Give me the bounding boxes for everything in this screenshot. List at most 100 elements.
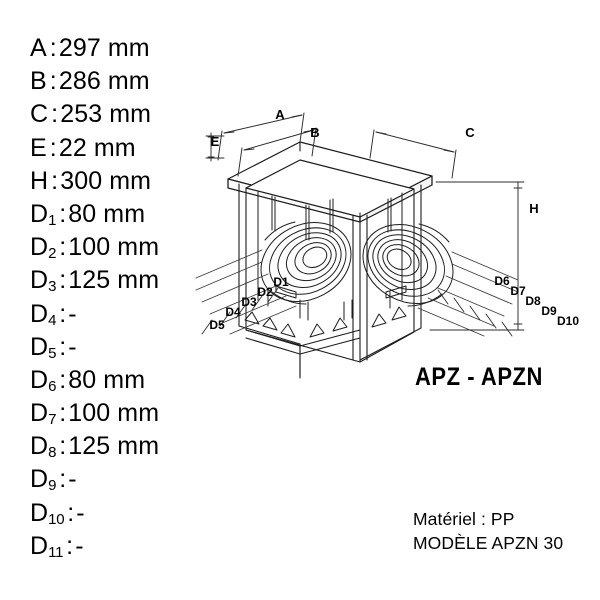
label-d5: D5 [209, 318, 225, 332]
spec-separator: : [59, 465, 67, 494]
spec-row: D4:- [30, 298, 220, 331]
label-d6: D6 [494, 274, 510, 288]
footer-info: Matériel : PP MODÈLE APZN 30 [413, 508, 563, 555]
spec-value: - [68, 332, 77, 361]
spec-separator: : [59, 432, 67, 461]
label-a: A [275, 107, 285, 122]
spec-separator: : [59, 199, 67, 228]
specification-list: A:297 mm B:286 mm C:253 mm E:22 mm H:300… [30, 32, 220, 563]
socket-extension-lines-right [417, 251, 519, 337]
socket-outlet-left [260, 221, 352, 305]
spec-row: D1:80 mm [30, 198, 220, 231]
dimension-b [237, 127, 317, 177]
base-gusset-ribs [244, 306, 407, 338]
spec-row: D2:100 mm [30, 231, 220, 264]
label-d1: D1 [273, 275, 289, 289]
label-e: E [211, 134, 220, 149]
spec-subscript: 7 [48, 411, 57, 429]
spec-value: 80 mm [68, 199, 146, 228]
spec-separator: : [49, 34, 57, 62]
spec-symbol: D [30, 299, 49, 328]
dimension-h [429, 181, 525, 331]
spec-value: 125 mm [68, 432, 160, 461]
spec-symbol: A [30, 34, 47, 62]
spec-symbol: C [30, 100, 49, 129]
spec-symbol: E [30, 133, 47, 162]
dimension-c [369, 129, 457, 179]
spec-subscript: 8 [48, 444, 57, 462]
chamber-base [245, 329, 361, 379]
spec-symbol: D [30, 199, 49, 228]
socket-extension-lines-left [195, 249, 297, 335]
spec-separator: : [66, 531, 74, 560]
spec-value: 100 mm [68, 233, 160, 262]
spec-subscript: 10 [48, 510, 65, 528]
stiffener-ribs [257, 191, 403, 301]
label-d3: D3 [241, 295, 257, 309]
spec-separator: : [59, 332, 67, 361]
label-d8: D8 [525, 294, 541, 308]
spec-row: B:286 mm [30, 65, 220, 98]
label-d10: D10 [557, 314, 579, 328]
spec-symbol: D [30, 465, 49, 494]
spec-value: - [68, 465, 77, 494]
spec-symbol: H [30, 166, 49, 195]
material-line: Matériel : PP [413, 509, 515, 529]
spec-symbol: D [30, 498, 49, 527]
spec-subscript: 5 [48, 344, 57, 362]
base-posts [267, 289, 391, 321]
spec-symbol: D [30, 432, 49, 461]
label-d2: D2 [257, 285, 273, 299]
label-h: H [529, 201, 538, 216]
label-b: B [310, 125, 319, 140]
spec-row: D6:80 mm [30, 364, 220, 397]
spec-row: D3:125 mm [30, 264, 220, 297]
spec-row: D5:- [30, 331, 220, 364]
spec-row: A:297 mm [30, 32, 220, 65]
spec-subscript: 3 [48, 278, 57, 296]
corner-pilaster [352, 214, 368, 361]
spec-value: 125 mm [68, 266, 160, 295]
spec-value: 80 mm [68, 365, 146, 394]
spec-value: - [68, 299, 77, 328]
dimension-a [217, 112, 305, 161]
spec-separator: : [59, 365, 67, 394]
spec-value: 286 mm [58, 67, 150, 96]
spec-separator: : [67, 498, 75, 527]
spec-value: 22 mm [58, 133, 136, 162]
spec-separator: : [59, 399, 67, 428]
dimension-lines [201, 112, 525, 337]
spec-symbol: D [30, 399, 49, 428]
dimension-e [205, 132, 225, 162]
spec-value: 100 mm [68, 399, 160, 428]
spec-subscript: 11 [48, 543, 64, 561]
spec-separator: : [51, 166, 59, 195]
spec-row: D9:- [30, 463, 220, 496]
spec-symbol: D [30, 365, 49, 394]
spec-subscript: 2 [48, 245, 57, 263]
spec-separator: : [59, 299, 67, 328]
label-d4: D4 [225, 305, 241, 319]
spec-row: H:300 mm [30, 165, 220, 198]
spec-value: 253 mm [60, 100, 152, 129]
model-line: MODÈLE APZN 30 [413, 532, 564, 553]
spec-row: D8:125 mm [30, 430, 220, 463]
spec-separator: : [59, 233, 67, 262]
spec-separator: : [49, 133, 57, 162]
spec-row: D7:100 mm [30, 397, 220, 430]
spec-symbol: B [30, 67, 47, 96]
label-d9: D9 [541, 304, 557, 318]
spec-subscript: 9 [48, 477, 57, 495]
spec-row: D11:- [30, 530, 220, 563]
dimension-labels: A B C E H D1 D2 D3 D4 D5 D6 D7 D8 D9 D10 [209, 107, 579, 332]
spec-symbol: D [30, 531, 49, 560]
spec-symbol: D [30, 233, 49, 262]
label-d7: D7 [510, 284, 526, 298]
socket-support-brackets [275, 285, 407, 299]
spec-subscript: 1 [48, 211, 57, 229]
spec-row: D10:- [30, 497, 220, 530]
spec-separator: : [59, 266, 67, 295]
model-title: APZ - APZN [415, 363, 543, 391]
